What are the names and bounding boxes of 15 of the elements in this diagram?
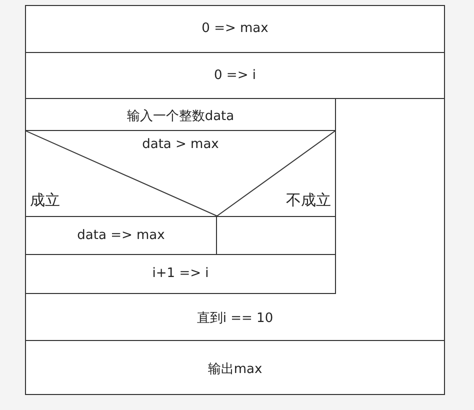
statement-text: 0 => i (213, 68, 257, 82)
process-block (25, 254, 336, 294)
statement-text: i+1 => i (151, 266, 210, 281)
statement-text: 0 => max (200, 21, 270, 36)
statement-text: data => max (76, 228, 166, 242)
loop-block (25, 98, 445, 341)
process-block (25, 340, 445, 395)
condition-text: data > max (141, 137, 220, 152)
statement-text: 输入一个整数data (126, 108, 236, 124)
branch-label: 不成立 (286, 191, 331, 210)
loop-condition: 直到i == 10 (196, 310, 274, 327)
statement-text: 输出max (206, 360, 264, 378)
process-block (25, 52, 445, 99)
branch-label: 成立 (30, 191, 60, 210)
process-block (25, 5, 445, 53)
